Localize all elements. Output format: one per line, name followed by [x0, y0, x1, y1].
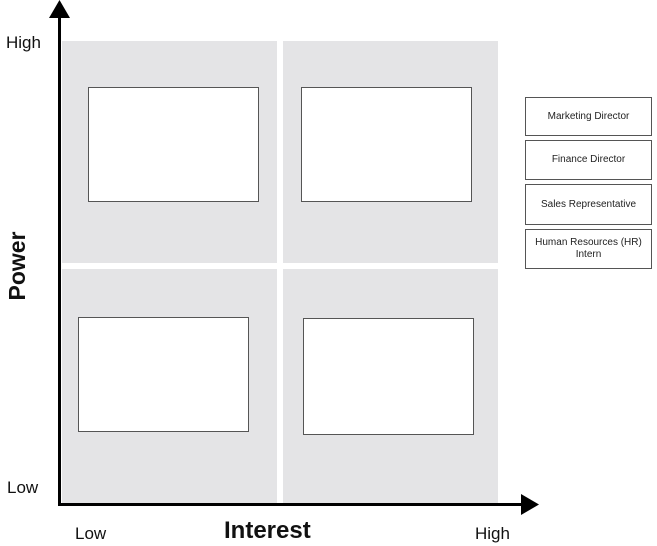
drop-box-bottom-right[interactable] — [303, 318, 474, 435]
y-axis-arrow-icon — [49, 0, 70, 18]
x-axis-line — [58, 503, 524, 506]
y-axis-low-label: Low — [7, 478, 39, 497]
y-axis-high-label: High — [6, 33, 41, 52]
stakeholder-card[interactable]: Human Resources (HR) Intern — [525, 229, 652, 269]
stakeholder-card[interactable]: Finance Director — [525, 140, 652, 180]
stakeholder-card[interactable]: Sales Representative — [525, 184, 652, 225]
stakeholder-card[interactable]: Marketing Director — [525, 97, 652, 136]
drop-box-bottom-left[interactable] — [78, 317, 249, 432]
x-axis-title: Interest — [224, 517, 311, 544]
x-axis-low-label: Low — [75, 524, 107, 543]
y-axis-line — [58, 14, 61, 506]
drop-box-top-left[interactable] — [88, 87, 259, 202]
y-axis-title: Power — [4, 231, 30, 301]
drop-box-top-right[interactable] — [301, 87, 472, 202]
x-axis-high-label: High — [475, 524, 510, 543]
x-axis-arrow-icon — [521, 494, 539, 515]
